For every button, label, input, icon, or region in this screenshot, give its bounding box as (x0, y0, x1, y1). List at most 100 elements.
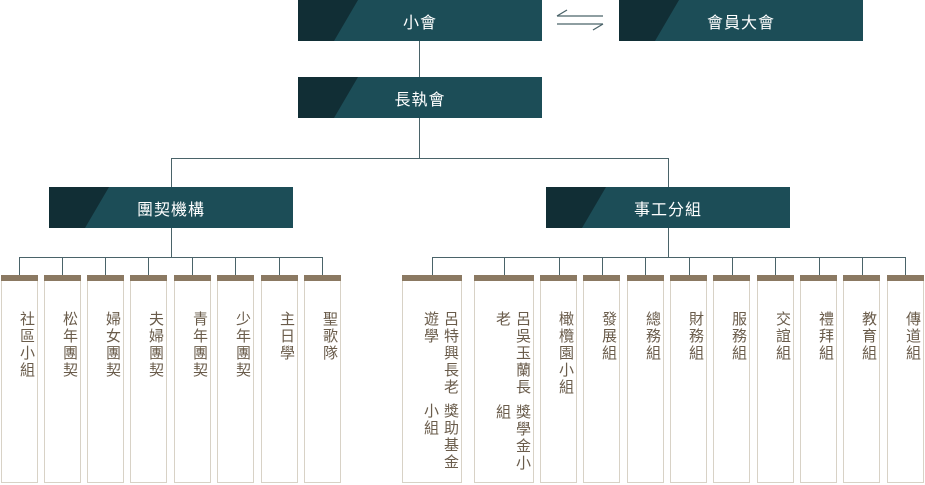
leaf-label-line: 交誼組 (774, 311, 792, 362)
leaf-cap (87, 275, 124, 281)
leaf-cap (843, 275, 880, 281)
leaf-evangelism-group: 傳道組 (887, 275, 924, 483)
leaf-label-line: 服務組 (730, 311, 748, 362)
bidirectional-arrow-icon (556, 9, 604, 31)
connector-line (432, 257, 433, 275)
leaf-couples-fellowship: 夫婦團契 (130, 275, 167, 483)
leaf-cap (217, 275, 254, 281)
connector-line (192, 257, 193, 275)
connector-line (602, 257, 603, 275)
connector-line (504, 257, 505, 275)
leaf-label: 教育組 (844, 311, 879, 362)
connector-line (171, 158, 669, 159)
node-board-label: 長執會 (394, 89, 446, 109)
connector-line (148, 257, 149, 275)
leaf-label: 夫婦團契 (147, 311, 165, 379)
leaf-lu-wu-scholarship-group: 呂吳玉蘭長老 獎學金小組 (474, 275, 534, 483)
connector-line (819, 257, 820, 275)
connector-line (668, 228, 669, 257)
connector-line (419, 118, 420, 158)
leaf-label: 少年團契 (234, 311, 252, 379)
leaf-label: 呂特興長老遊學 獎助基金小組 (403, 311, 461, 482)
connector-line (19, 257, 20, 275)
leaf-cap (304, 275, 341, 281)
leaf-sunday-school: 主日學 (261, 275, 298, 483)
leaf-cap (1, 275, 38, 281)
leaf-cap (887, 275, 924, 281)
connector-line (62, 257, 63, 275)
connector-line (19, 257, 323, 258)
connector-line (105, 257, 106, 275)
leaf-choir: 聖歌隊 (304, 275, 341, 483)
leaf-label-line: 教育組 (860, 311, 878, 362)
connector-line (905, 257, 906, 275)
node-fellowship: 團契機構 (49, 187, 293, 228)
leaf-service-group: 服務組 (713, 275, 750, 483)
connector-line (322, 257, 323, 275)
leaf-cap (261, 275, 298, 281)
leaf-label: 松年團契 (61, 311, 79, 379)
leaf-label-line: 呂特興長老遊學 (422, 311, 460, 396)
connector-line (279, 257, 280, 275)
leaf-label: 總務組 (628, 311, 663, 362)
leaf-label: 發展組 (584, 311, 619, 362)
connector-line (689, 257, 690, 275)
connector-line (559, 257, 560, 275)
leaf-community-group: 社區小組 (1, 275, 38, 483)
leaf-label: 聖歌隊 (321, 311, 339, 362)
leaf-cap (713, 275, 750, 281)
node-accent (619, 0, 679, 41)
connector-line (419, 41, 420, 77)
leaf-label: 財務組 (671, 311, 706, 362)
leaf-cap (540, 275, 577, 281)
leaf-cap (583, 275, 620, 281)
leaf-label: 橄欖園小組 (541, 311, 576, 396)
leaf-general-affairs-group: 總務組 (627, 275, 664, 483)
leaf-label-line: 總務組 (644, 311, 662, 362)
leaf-development-group: 發展組 (583, 275, 620, 483)
connector-line (432, 257, 906, 258)
leaf-label-line: 禮拜組 (817, 311, 835, 362)
leaf-label: 婦女團契 (104, 311, 122, 379)
leaf-youth-fellowship: 青年團契 (174, 275, 211, 483)
leaf-label: 傳道組 (888, 311, 923, 362)
connector-line (235, 257, 236, 275)
leaf-lu-scholarship-group: 呂特興長老遊學 獎助基金小組 (402, 275, 462, 483)
node-session: 小會 (298, 0, 542, 41)
leaf-finance-group: 財務組 (670, 275, 707, 483)
leaf-label-line: 獎助基金小組 (422, 403, 460, 472)
leaf-label: 呂吳玉蘭長老 獎學金小組 (475, 311, 533, 482)
leaf-label-line: 獎學金小組 (494, 404, 532, 473)
leaf-cap (800, 275, 837, 281)
leaf-senior-fellowship: 松年團契 (44, 275, 81, 483)
connector-line (171, 158, 172, 187)
node-accent (298, 77, 358, 118)
connector-line (862, 257, 863, 275)
leaf-cap (130, 275, 167, 281)
leaf-olive-garden-group: 橄欖園小組 (540, 275, 577, 483)
leaf-label-line: 發展組 (600, 311, 618, 362)
leaf-label: 主日學 (278, 311, 296, 362)
node-session-label: 小會 (402, 12, 437, 32)
leaf-label-line: 橄欖園小組 (557, 311, 575, 396)
leaf-fellowship-social-group: 交誼組 (757, 275, 794, 483)
leaf-label: 社區小組 (18, 311, 36, 379)
leaf-education-group: 教育組 (843, 275, 880, 483)
connector-line (732, 257, 733, 275)
leaf-cap (627, 275, 664, 281)
node-accent (49, 187, 109, 228)
node-accent (298, 0, 358, 41)
leaf-cap (174, 275, 211, 281)
node-ministry-label: 事工分組 (633, 199, 702, 219)
leaf-cap (757, 275, 794, 281)
node-fellowship-label: 團契機構 (136, 199, 205, 219)
node-accent (546, 187, 606, 228)
connector-line (645, 257, 646, 275)
leaf-label: 禮拜組 (801, 311, 836, 362)
node-board: 長執會 (298, 77, 542, 118)
node-ministry: 事工分組 (546, 187, 790, 228)
leaf-label-line: 呂吳玉蘭長老 (494, 311, 532, 396)
connector-line (775, 257, 776, 275)
leaf-women-fellowship: 婦女團契 (87, 275, 124, 483)
leaf-cap (402, 275, 462, 281)
